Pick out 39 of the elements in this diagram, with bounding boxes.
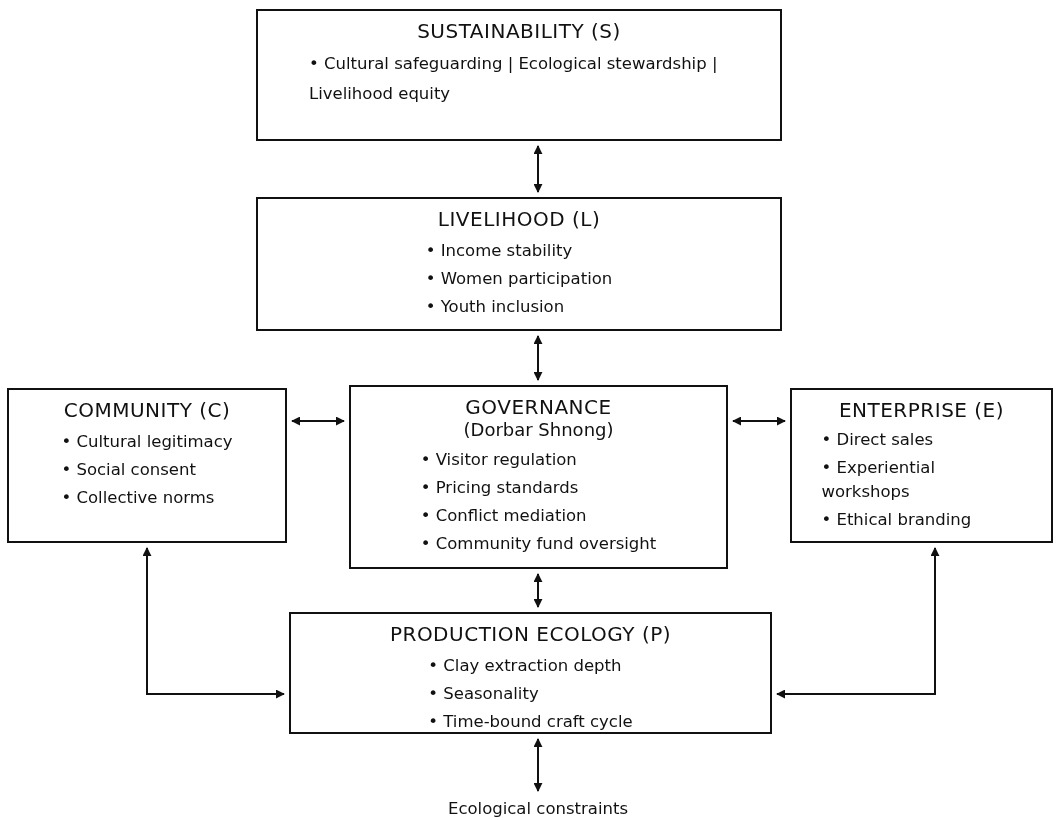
bullet-item: • Income stability <box>425 240 573 262</box>
double-arrow <box>533 145 543 193</box>
bullet-item: • Ethical branding <box>821 509 972 531</box>
double-arrow <box>533 335 543 381</box>
bullet-item: • Pricing standards <box>420 477 579 499</box>
enterprise-box <box>790 388 1053 543</box>
box-heading: PRODUCTION ECOLOGY (P) <box>389 622 672 646</box>
double-arrow <box>533 738 543 792</box>
bullet-item: • Women participation <box>425 268 613 290</box>
bullet-text: • Cultural safeguarding | Ecological stewardship | Livelihood equity <box>309 53 719 105</box>
bullet-item: • Time-bound craft cycle <box>428 711 633 733</box>
bullet-item: • Visitor regulation <box>420 449 577 471</box>
livelihood-box <box>256 197 782 331</box>
bullet-item: • Social consent <box>61 459 196 481</box>
bullet-item: • Seasonality <box>428 683 539 705</box>
bullet-item: • Direct sales <box>821 429 934 451</box>
community-box <box>7 388 287 543</box>
bullet-item: • Clay extraction depth <box>428 655 622 677</box>
governance-box <box>349 385 728 569</box>
bullet-item: • Youth inclusion <box>425 296 565 318</box>
double-arrow <box>776 547 940 699</box>
box-heading: ENTERPRISE (E) <box>838 398 1005 422</box>
bullet-item: • Experiential workshops <box>821 457 937 503</box>
box-heading: LIVELIHOOD (L) <box>437 207 601 231</box>
box-heading: SUSTAINABILITY (S) <box>417 19 621 43</box>
bullet-item: • Collective norms <box>61 487 215 509</box>
box-subheading: (Dorbar Shnong) <box>463 419 614 440</box>
text-label: Ecological constraints <box>420 796 656 820</box>
double-arrow <box>732 416 786 426</box>
double-arrow <box>142 547 285 699</box>
bullet-item: • Cultural legitimacy <box>61 431 233 453</box>
double-arrow <box>533 573 543 608</box>
box-heading: COMMUNITY (C) <box>63 398 231 422</box>
box-heading: GOVERNANCE <box>465 395 612 419</box>
bullet-item: • Community fund oversight <box>420 533 657 555</box>
production-ecology-box <box>289 612 772 734</box>
sustainability-box <box>256 9 782 141</box>
bullet-item: • Conflict mediation <box>420 505 587 527</box>
double-arrow <box>291 416 345 426</box>
